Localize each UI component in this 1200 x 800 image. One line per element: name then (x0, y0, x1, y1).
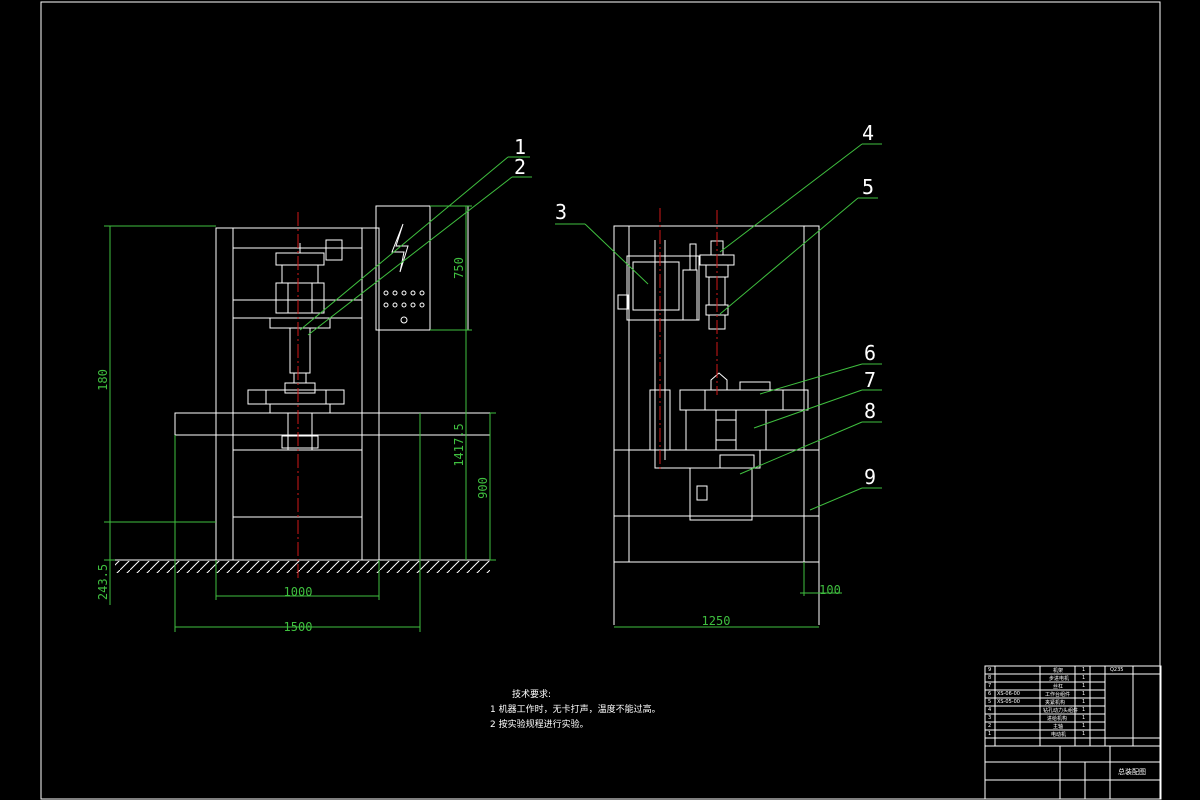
tb-row-qty: 1 (1082, 699, 1086, 705)
notes-title: 技术要求: (512, 690, 552, 700)
tb-row-qty: 1 (1082, 683, 1086, 689)
tb-row-qty: 1 (1082, 691, 1086, 697)
tb-row-no: 5 (988, 699, 992, 705)
tb-row-no: 2 (988, 723, 992, 729)
balloon-5: 5 (862, 175, 874, 199)
drawing-border (40, 1, 1161, 800)
right-side-view (613, 225, 820, 625)
tb-row-name: 夹紧机构 (1045, 700, 1066, 706)
technical-requirements: 技术要求: 1 机器工作时，无卡打声，温度不能过高。 2 按实验规程进行实验。 (490, 688, 661, 733)
balloon-4: 4 (862, 121, 874, 145)
balloon-2: 2 (514, 155, 526, 179)
tb-row-no: 1 (988, 731, 992, 737)
tb-row-no: 4 (988, 707, 992, 713)
tb-row-name: 进给机构 (1047, 716, 1068, 722)
tb-row-name: 丝杠 (1053, 684, 1064, 690)
note-item-2: 2 按实验规程进行实验。 (490, 720, 589, 730)
tb-row-name: 主轴 (1053, 724, 1064, 730)
balloon-3: 3 (555, 200, 567, 224)
tb-row-no: 7 (988, 683, 992, 689)
tb-row-code: XS-06-00 (997, 691, 1020, 697)
tb-row-qty: 1 (1082, 707, 1086, 713)
title-block: 9 机架 1 Q235 8 步进电机 1 7 丝杠 1 6 XS-06-00 工… (985, 666, 1161, 800)
tb-row-qty: 1 (1082, 715, 1086, 721)
tb-row-name: 步进电机 (1049, 676, 1070, 682)
dim-1000: 1000 (284, 585, 313, 599)
control-buttons (383, 290, 425, 324)
tb-row-qty: 1 (1082, 723, 1086, 729)
tb-row-qty: 1 (1082, 675, 1086, 681)
tb-row-no: 9 (988, 667, 992, 673)
note-item-1: 1 机器工作时，无卡打声，温度不能过高。 (490, 705, 661, 715)
dim-180: 180 (96, 369, 110, 391)
dim-1417-5: 1417.5 (452, 423, 466, 466)
balloon-8: 8 (864, 399, 876, 423)
title-block-grid (984, 665, 1162, 800)
part-leaders (299, 143, 882, 511)
tb-row-code: XS-05-00 (997, 699, 1020, 705)
tb-row-name: 钻孔动力头组件 (1043, 708, 1079, 714)
tb-row-qty: 1 (1082, 667, 1086, 673)
dim-1500: 1500 (284, 620, 313, 634)
dim-1250: 1250 (702, 614, 731, 628)
tb-row-name: 电动机 (1051, 732, 1067, 738)
left-elevation-view (115, 205, 492, 573)
balloon-6: 6 (864, 341, 876, 365)
tb-row-qty: 1 (1082, 731, 1086, 737)
balloon-9: 9 (864, 465, 876, 489)
tb-row-name: 机架 (1053, 668, 1064, 674)
high-voltage-icon (391, 223, 409, 273)
dim-100: 100 (819, 583, 841, 597)
balloon-7: 7 (864, 368, 876, 392)
tb-row-no: 8 (988, 675, 992, 681)
tb-material: Q235 (1110, 667, 1124, 673)
dim-243-5: 243.5 (96, 564, 110, 600)
drawing-title: 总装配图 (1118, 768, 1146, 776)
tb-row-name: 工作台组件 (1045, 692, 1071, 698)
dimension-lines (104, 205, 842, 632)
balloon-1: 1 (514, 135, 526, 159)
dim-900: 900 (476, 477, 490, 499)
dim-750: 750 (452, 257, 466, 279)
ground-hatch (115, 561, 490, 573)
tb-row-no: 3 (988, 715, 992, 721)
tb-row-no: 6 (988, 691, 992, 697)
